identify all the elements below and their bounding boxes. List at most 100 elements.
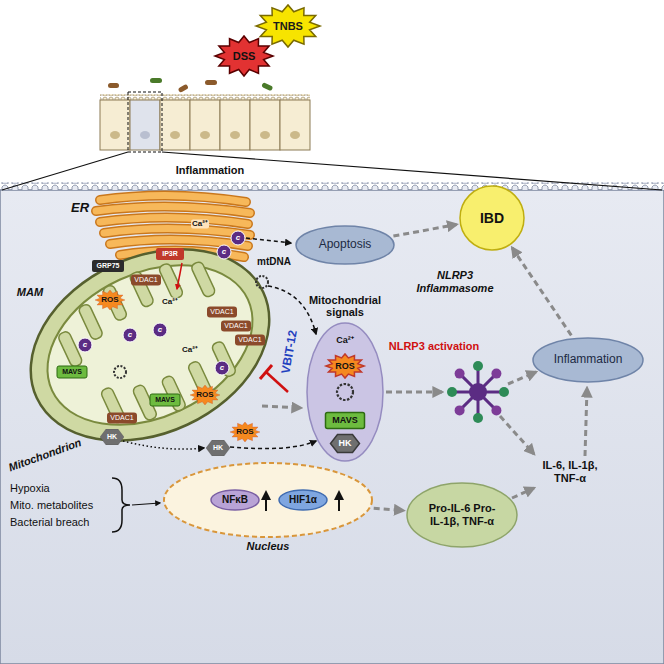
- epithelium: [190, 100, 220, 150]
- signal-arrows: [508, 372, 536, 384]
- channel-label: VDAC1: [110, 414, 133, 422]
- process-label: NLRP3 activation: [389, 340, 479, 353]
- mito-markers: [131, 275, 161, 286]
- endoplasmic-reticulum: [96, 206, 250, 213]
- mitochondrion: [158, 262, 184, 300]
- mito-markers: [156, 248, 184, 260]
- stimulus-starburst-outline: [215, 36, 273, 76]
- mito-markers: [92, 260, 124, 272]
- node-label: IBD: [480, 210, 504, 226]
- channel-label: VDAC1: [224, 322, 247, 330]
- trigger-label: Mito. metabolites: [10, 499, 93, 512]
- inflammasome: [473, 413, 483, 423]
- channel-label: VDAC1: [210, 308, 233, 316]
- bacteria: [261, 82, 273, 91]
- ros-label: ROS: [236, 427, 253, 436]
- ion-label: Ca²⁺: [161, 297, 179, 306]
- mitochondrion: [22, 234, 279, 456]
- epithelium: [220, 100, 250, 150]
- epithelium: [230, 131, 240, 139]
- mito-arrows: [177, 263, 182, 289]
- cell-panel: [0, 182, 664, 190]
- epithelium: [290, 131, 300, 139]
- factor-oval-outline: [279, 490, 327, 510]
- epithelium: [100, 100, 130, 150]
- epithelium: [200, 131, 210, 139]
- signal-arrows: [500, 416, 534, 454]
- molecule-label: mtDNA: [257, 256, 291, 268]
- mito-arrows: [230, 441, 316, 449]
- zoom-lines: [162, 152, 662, 190]
- endoplasmic-reticulum: [110, 239, 248, 246]
- epithelium: [140, 131, 150, 139]
- mito-markers: [235, 335, 265, 346]
- connector-arrow: [374, 508, 404, 510]
- organelle-label: MAM: [17, 286, 43, 299]
- mito-markers: [256, 276, 268, 288]
- endoplasmic-reticulum: [96, 206, 250, 213]
- node-label: HIF1α: [289, 494, 317, 506]
- region-label: Inflammation: [176, 164, 244, 177]
- cytokine-ellipse: Pro-IL-6 Pro-IL-1β, TNF-α: [406, 482, 518, 548]
- inflammasome: [491, 405, 501, 415]
- ros-label: ROS: [196, 390, 213, 399]
- signal-arrows: [512, 488, 534, 498]
- mito-arrows: [123, 441, 204, 449]
- channel-label: VDAC1: [238, 336, 261, 344]
- node-label: Pro-IL-6 Pro-IL-1β, TNF-α: [427, 502, 497, 527]
- bacteria: [205, 80, 217, 85]
- mavs-label: MAVS: [155, 396, 175, 404]
- signal-arrows: [386, 391, 442, 394]
- node-label: DSS: [233, 50, 256, 63]
- organelle-label: ER: [71, 201, 89, 216]
- mitochondrion: [211, 340, 237, 378]
- mito-markers: [100, 429, 124, 445]
- brace: [112, 478, 130, 532]
- hk-label: HK: [107, 433, 117, 441]
- mito-markers: [215, 361, 229, 375]
- outcome-circle: IBD: [459, 185, 525, 251]
- mito-arrows: [123, 238, 316, 449]
- node-heading: Nucleus: [218, 540, 318, 553]
- endoplasmic-reticulum: [104, 228, 250, 235]
- hk-hexagon-outline: [331, 434, 360, 452]
- epithelium: [260, 131, 270, 139]
- inflammasome: [491, 369, 501, 379]
- epithelium: [250, 100, 280, 150]
- trigger-label: Hypoxia: [10, 482, 50, 495]
- brace: [112, 478, 160, 532]
- ion-label: Ca²⁺: [181, 345, 199, 354]
- node-heading: Mitochondrial signals: [295, 294, 395, 319]
- mito-markers: [207, 307, 237, 318]
- inflammasome: [473, 361, 483, 371]
- epithelium: [130, 100, 160, 150]
- ion-label: Ca²⁺: [336, 335, 354, 345]
- process-ellipse-outline: [296, 226, 394, 264]
- complex-label: NLRP3 Inflammasome: [409, 269, 501, 294]
- mito-markers: [206, 440, 230, 456]
- node-label: HK: [339, 438, 352, 448]
- process-ellipse-outline: [533, 338, 643, 382]
- mito-markers: [57, 231, 268, 456]
- mito-markers: [114, 366, 126, 378]
- hk-hexagon: HK: [330, 434, 360, 453]
- epithelium: [170, 131, 180, 139]
- mavs-box-outline: [326, 412, 365, 428]
- inflammasome: [469, 383, 487, 401]
- mito-markers: [107, 413, 137, 424]
- mitochondrion: [0, 212, 300, 477]
- endoplasmic-reticulum: [100, 217, 248, 224]
- mitochondrion: [190, 260, 216, 298]
- nucleus-ellipse-outline: [164, 463, 372, 537]
- mitochondrion: [78, 303, 104, 341]
- cell-panel: [0, 182, 664, 664]
- ion-label: Ca²⁺: [191, 219, 209, 228]
- node-label: Apoptosis: [319, 238, 372, 252]
- endoplasmic-reticulum: [100, 195, 246, 202]
- channel-label: VDAC1: [134, 276, 157, 284]
- mtdna-ring: [337, 384, 353, 400]
- mito-markers: [150, 394, 180, 406]
- ros-star-outline: [326, 354, 364, 378]
- cytochrome-c-label: c: [128, 330, 132, 339]
